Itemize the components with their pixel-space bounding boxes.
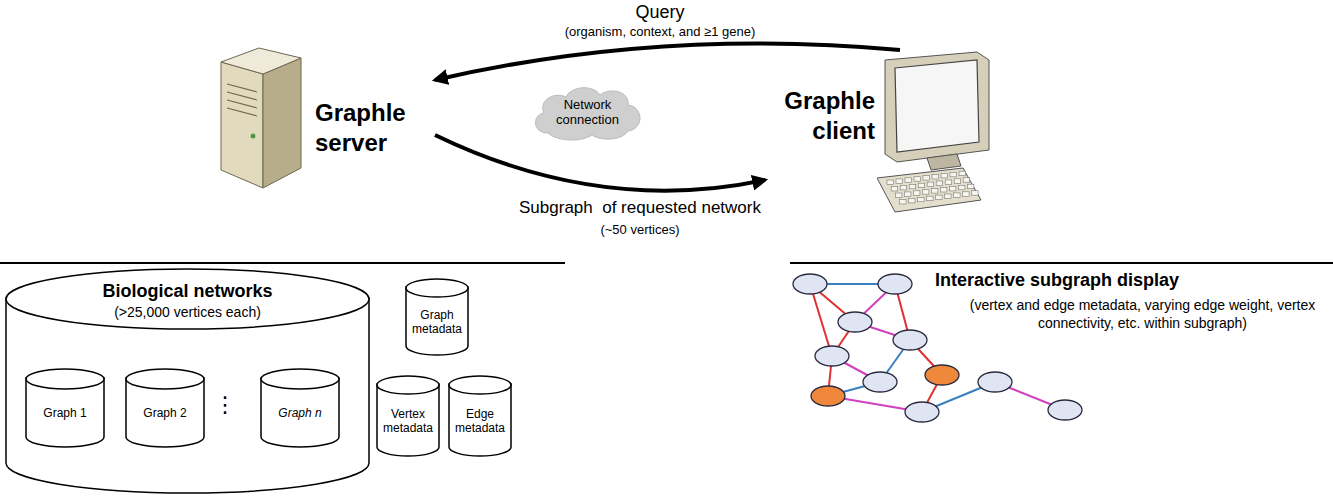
flow-arrow	[435, 43, 900, 80]
node-text: Graph 1	[25, 406, 105, 420]
computer-icon	[877, 50, 1000, 220]
node-text: Vertex metadata	[376, 407, 440, 435]
graph-cylinder: Graph n	[260, 368, 340, 448]
metadata-cylinder: Edge metadata	[448, 375, 512, 457]
graph-cylinder: Graph 2	[125, 368, 205, 448]
database-cylinder: Biological networks (>25,000 vertices eac…	[5, 268, 370, 494]
divider-line	[0, 262, 565, 264]
client-node: Graphle client	[765, 50, 1005, 220]
metadata-cylinder: Vertex metadata	[376, 375, 440, 457]
text-label: (~50 vertices)	[550, 222, 730, 237]
node-text: Graph 2	[125, 406, 205, 420]
text-label: ⋮	[214, 392, 236, 418]
server-icon	[215, 40, 305, 190]
node-text: Graphle server	[315, 98, 435, 158]
network-cloud: Network connection	[530, 85, 645, 141]
metadata-cylinder: Graph metadata	[405, 278, 469, 356]
node-text: Biological networks	[5, 281, 370, 302]
text-label: (organism, context, and ≥1 gene)	[480, 24, 840, 39]
node-text: Graphle client	[765, 86, 875, 146]
text-label: (vertex and edge metadata, varying edge …	[960, 296, 1325, 332]
divider-line	[790, 262, 1333, 264]
node-text: (>25,000 vertices each)	[5, 304, 370, 321]
text-label: Subgraph of requested network	[455, 198, 825, 218]
node-text: Graph n	[260, 406, 340, 420]
node-text: Graph metadata	[405, 308, 469, 336]
subgraph-illustration	[793, 274, 1082, 422]
text-label: Interactive subgraph display	[935, 270, 1179, 291]
text-label: Query	[570, 2, 750, 23]
flow-arrow	[435, 135, 765, 191]
node-text: Network connection	[530, 97, 645, 127]
server-node: Graphle server	[215, 40, 435, 190]
node-text: Edge metadata	[448, 407, 512, 435]
graph-cylinder: Graph 1	[25, 368, 105, 448]
